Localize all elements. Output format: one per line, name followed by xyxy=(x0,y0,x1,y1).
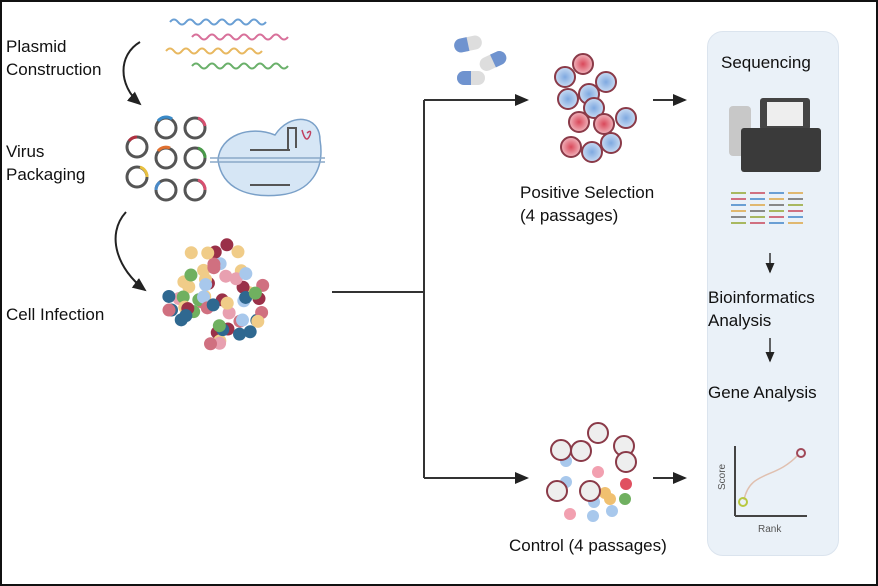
cell xyxy=(176,290,190,304)
cell xyxy=(587,510,599,522)
arrow-virus-to-infection xyxy=(114,211,147,292)
control-label: Control (4 passages) xyxy=(509,536,667,555)
cell xyxy=(606,505,618,517)
cell xyxy=(229,272,243,286)
cell xyxy=(184,246,198,260)
selected-cell xyxy=(587,422,609,444)
label-line: Construction xyxy=(6,60,102,79)
gene-analysis-label: Gene Analysis xyxy=(708,383,817,402)
selected-cell xyxy=(570,440,592,462)
cell xyxy=(212,319,226,333)
cell xyxy=(251,314,265,328)
selected-cell xyxy=(546,480,568,502)
label-line: Analysis xyxy=(708,311,772,330)
control-cells-icon xyxy=(546,422,637,522)
cell xyxy=(179,309,193,323)
cell xyxy=(233,327,247,341)
positive-selection-label: Positive Selection (4 passages) xyxy=(520,181,654,227)
positive-selection-cells-icon xyxy=(554,53,637,163)
selected-cell xyxy=(557,88,579,110)
plot-y-axis-label: Score xyxy=(717,463,728,490)
selected-cell xyxy=(579,480,601,502)
plasmid-rings-icon xyxy=(125,115,207,202)
cell xyxy=(620,478,632,490)
cell xyxy=(184,268,198,282)
step-plasmid-construction-label: Plasmid Construction xyxy=(6,35,101,81)
cell xyxy=(564,508,576,520)
selected-cell xyxy=(615,451,637,473)
selected-cell xyxy=(583,97,605,119)
cell xyxy=(197,290,211,304)
selected-cell xyxy=(554,66,576,88)
cell xyxy=(239,267,253,281)
selected-cell xyxy=(572,53,594,75)
cell xyxy=(204,337,218,351)
bioinformatics-analysis-label: Bioinformatics Analysis xyxy=(708,286,815,332)
label-line: Bioinformatics xyxy=(708,288,815,307)
dna-strands-icon xyxy=(165,18,289,70)
cell xyxy=(206,298,220,312)
label-line: (4 passages) xyxy=(520,206,619,225)
selected-cell xyxy=(615,107,637,129)
cell xyxy=(239,290,253,304)
label-line: Virus xyxy=(6,142,45,161)
cell xyxy=(619,493,631,505)
cell xyxy=(162,289,176,303)
cell xyxy=(220,296,234,310)
infected-cell-cluster-icon xyxy=(162,238,270,351)
arrow-plasmid-to-virus xyxy=(122,41,142,106)
cell xyxy=(604,493,616,505)
selected-cell xyxy=(568,111,590,133)
cell xyxy=(222,306,236,320)
cell xyxy=(219,269,233,283)
selected-cell xyxy=(550,439,572,461)
pill-capsule-icon xyxy=(454,35,507,85)
cell xyxy=(199,278,213,292)
cell xyxy=(201,246,215,260)
selected-cell xyxy=(593,113,615,135)
step-virus-packaging-label: Virus Packaging xyxy=(6,140,85,186)
label-line: Positive Selection xyxy=(520,183,655,202)
cell xyxy=(592,466,604,478)
cell xyxy=(243,325,257,339)
branch-connector xyxy=(332,94,687,484)
cell xyxy=(207,257,221,271)
label-line: Packaging xyxy=(6,165,86,184)
selected-cell xyxy=(600,132,622,154)
label-line: Plasmid xyxy=(6,37,67,56)
virus-particle-icon xyxy=(210,118,325,197)
plot-x-axis-label: Rank xyxy=(758,524,782,535)
cell xyxy=(182,280,196,294)
sequencing-title: Sequencing xyxy=(721,53,811,72)
selected-cell xyxy=(595,71,617,93)
cell xyxy=(236,313,250,327)
cell xyxy=(248,286,262,300)
selected-cell xyxy=(560,136,582,158)
selected-cell xyxy=(581,141,603,163)
step-cell-infection-label: Cell Infection xyxy=(6,305,105,324)
cell xyxy=(231,245,245,259)
cell xyxy=(220,238,234,252)
cell xyxy=(162,303,176,317)
